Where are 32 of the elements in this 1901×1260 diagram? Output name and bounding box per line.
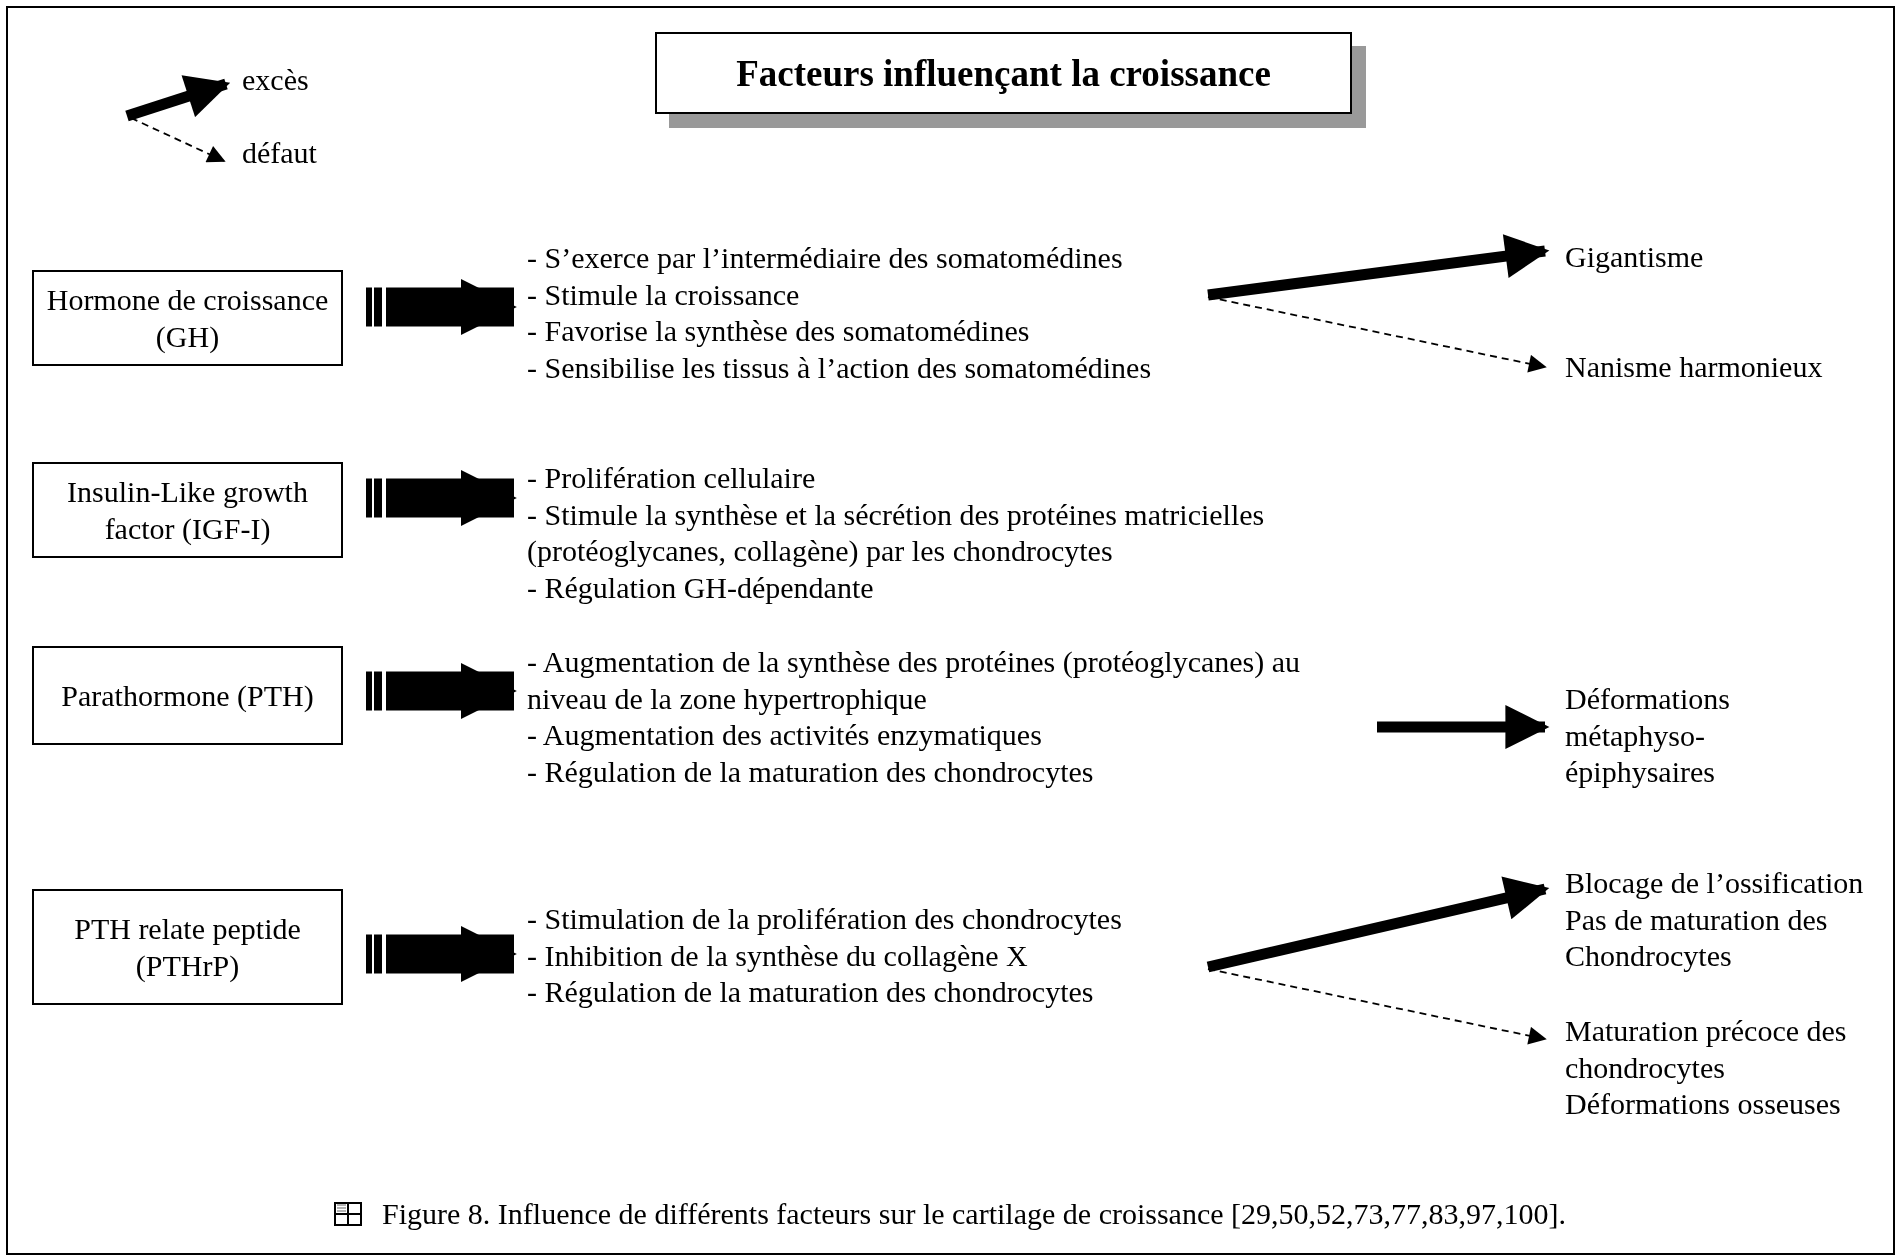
thick-arrow [1206,876,1550,973]
list-item: - Stimulation de la prolifération des chondrocytes [527,901,1123,937]
process-box: Hormone de croissance (GH) [32,270,343,366]
list-item: - Stimule la synthèse et la sécrétion des protéines matricielles (protéoglycanes, collagène) par les chondrocytes [527,496,1266,570]
list-item: Pas de maturation des Chondrocytes [1565,901,1829,975]
thick-arrow [1377,705,1550,749]
list-item: Blocage de l’ossification [1565,865,1865,901]
list-item: Maturation précoce des chondrocytes [1565,1013,1848,1086]
process-box: PTH relate peptide (PTHrP) [32,889,343,1005]
dashed-arrow [1207,968,1547,1045]
list-item: - Inhibition de la synthèse du collagène X [527,937,1029,974]
list-item: Déformations osseuses [1565,1086,1842,1123]
process-box: Parathormone (PTH) [32,646,343,745]
list-item: - Augmentation de la synthèse des protéines (protéoglycanes) au niveau de la zone hypertrophique [527,644,1302,717]
list-item: - S’exerce par l’intermédiaire des somatomédines [527,240,1124,276]
outcome-text: Gigantisme [1545,239,1765,276]
list-item: - Augmentation des activités enzymatiques [527,717,1043,754]
outcome-text: Déformations métaphyso-épiphysaires [1545,681,1765,791]
list-item: - Prolifération cellulaire [527,460,817,496]
outcome-text: Nanisme harmonieux [1545,349,1865,386]
list-item: - Stimule la croissance [527,276,801,313]
list-item: - Régulation GH-dépendante [527,569,875,606]
list-item: - Favorise la synthèse des somatomédines [527,313,1031,350]
legend-label: défaut [242,135,317,171]
list-item: - Régulation de la maturation des chondrocytes [527,753,1095,790]
dashed-arrow [1207,296,1547,373]
thick-arrow [1207,234,1550,301]
figure-caption: Figure 8. Influence de différents facteurs sur le cartilage de croissance [29,50,52,73,77,83,97,100]. [382,1196,1567,1232]
process-box: Insulin-Like growth factor (IGF-I) [32,462,343,558]
list-item: - Régulation de la maturation des chondrocytes [527,974,1095,1011]
legend-label: excès [242,62,309,98]
list-item: - Sensibilise les tissus à l’action des somatomédines [527,349,1153,386]
